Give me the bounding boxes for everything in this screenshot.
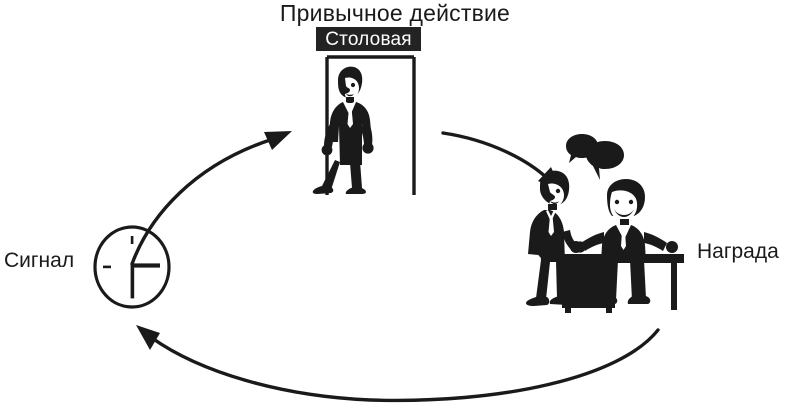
cafeteria-sign: Столовая — [316, 27, 421, 51]
clock-icon — [93, 225, 171, 309]
person-walking-icon — [312, 66, 374, 194]
speech-bubbles-icon — [566, 134, 624, 180]
cue-label: Сигнал — [4, 249, 75, 272]
reward-label: Награда — [697, 240, 779, 263]
routine-label: Привычное действие — [279, 0, 511, 26]
arrow-cue-to-routine — [130, 131, 292, 266]
arrow-reward-to-cue — [136, 325, 660, 403]
table-icon — [557, 254, 684, 313]
doorway-icon — [325, 55, 416, 195]
person-leaning-icon — [526, 170, 586, 306]
cafeteria-sign-text: Столовая — [325, 28, 412, 50]
